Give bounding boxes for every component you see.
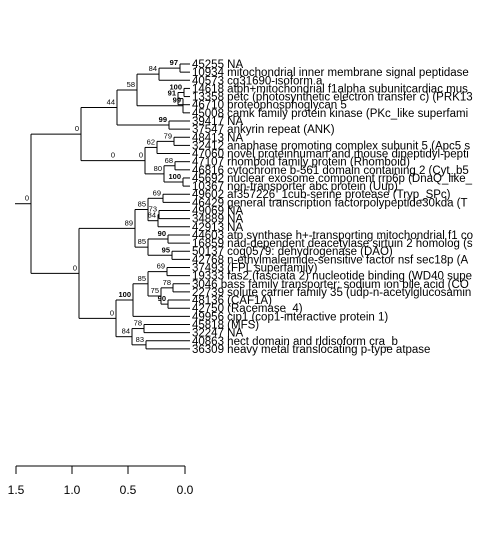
bootstrap-value-n14: 0 bbox=[139, 151, 143, 160]
bootstrap-value-n33: 84 bbox=[122, 327, 130, 336]
bootstrap-value-n10: 79 bbox=[164, 131, 172, 140]
bootstrap-value-n32: 83 bbox=[136, 335, 144, 344]
bootstrap-value-n23: 85 bbox=[138, 237, 146, 246]
leaf-label: 19333 fas2 (fasciata 2) nucleotide bindi… bbox=[192, 271, 472, 283]
leaf-label: 3046 bass family transporter: sodium ion… bbox=[192, 279, 469, 291]
bootstrap-value-n11: 68 bbox=[165, 156, 173, 165]
leaf-label: 34889 NA bbox=[192, 214, 243, 226]
bootstrap-value-n9: 0 bbox=[75, 124, 79, 133]
leaf-label: 36309 heavy metal translocating p-type a… bbox=[192, 344, 430, 356]
bootstrap-value-n18: 73 bbox=[149, 205, 157, 214]
scale-tick-label-0.5: 0.5 bbox=[120, 483, 137, 497]
bootstrap-value-n29: 90 bbox=[158, 294, 166, 303]
bootstrap-value-n35: 0 bbox=[73, 263, 77, 272]
leaf-label: 40863 hect domain and rldisoform cra_b bbox=[192, 336, 398, 348]
scale-tick-label-1.5: 1.5 bbox=[8, 483, 25, 497]
bootstrap-value-n25: 69 bbox=[157, 262, 165, 271]
bootstrap-value-n4: 91 bbox=[168, 89, 176, 98]
leaf-label: 47107 rhomboid family protein (Rhomboid) bbox=[192, 157, 410, 169]
leaf-label: 22739 solute carrier family 35 (udp-n-ac… bbox=[192, 287, 471, 299]
leaf-label: 10934 mitochondrial inner membrane signa… bbox=[192, 67, 469, 79]
bootstrap-value-n20: 85 bbox=[138, 200, 146, 209]
leaf-label: 50137 cog0579: dehydrogenase (DAO) bbox=[192, 246, 393, 258]
bootstrap-value-n12: 100 bbox=[168, 172, 181, 181]
bootstrap-value-n34: 0 bbox=[110, 308, 114, 317]
bootstrap-value-n27: 78 bbox=[163, 278, 171, 287]
bootstrap-value-n31: 78 bbox=[134, 319, 142, 328]
bootstrap-value-n21: 90 bbox=[158, 229, 166, 238]
leaf-label: 49069 NA bbox=[192, 206, 243, 218]
leaf-label: 46429 general transcription factorpolype… bbox=[192, 197, 468, 209]
leaf-label: 49956 cip1 (cop1-interactive protein 1) bbox=[192, 311, 388, 323]
bootstrap-value-n16: 0 bbox=[111, 151, 115, 160]
leaf-label: 37547 ankyrin repeat (ANK) bbox=[192, 124, 335, 136]
bootstrap-value-n26: 85 bbox=[138, 274, 146, 283]
leaf-label: 39417 NA bbox=[192, 116, 243, 128]
bootstrap-value-n36: 0 bbox=[25, 194, 29, 203]
bootstrap-value-n13: 80 bbox=[154, 164, 162, 173]
leaf-label: 45255 NA bbox=[192, 59, 243, 71]
leaf-label: 10367 non-transporter abc protein (Uup) bbox=[192, 181, 398, 193]
leaf-label: 49602 af357226_1cub-serine protease (Try… bbox=[192, 189, 451, 201]
bootstrap-value-n15: 62 bbox=[147, 137, 155, 146]
leaf-label: 46710 proteophosphoglycan 5 bbox=[192, 100, 347, 112]
leaf-label: 45692 nuclear exosome component rrp6p (D… bbox=[192, 173, 473, 185]
tree-branches bbox=[15, 63, 190, 350]
leaf-label: 45008 camk family protein kinase (PKc_li… bbox=[192, 108, 468, 120]
bootstrap-value-n2: 84 bbox=[149, 64, 157, 73]
leaf-label: 42913 NA bbox=[192, 222, 243, 234]
distance-scale-axis: 1.5 1.0 0.5 0.0 bbox=[8, 465, 194, 497]
leaf-label: 14618 atph+mitochondrial f1alpha subunit… bbox=[192, 83, 468, 95]
bootstrap-value-n3: 100 bbox=[169, 82, 182, 91]
leaf-label: 32412 anaphase promoting complex subunit… bbox=[192, 140, 470, 152]
leaf-label: 48413 NA bbox=[192, 132, 243, 144]
bootstrap-value-n8: 99 bbox=[159, 115, 167, 124]
bootstrap-value-n5: 99 bbox=[173, 96, 181, 105]
bootstrap-value-n19: 84 bbox=[148, 211, 156, 220]
leaf-label: 13358 petc (photosynthetic electron tran… bbox=[192, 92, 473, 104]
leaf-label: 42768 n-ethylmaleimide-sensitive factor … bbox=[192, 254, 468, 266]
bootstrap-value-n6: 58 bbox=[127, 80, 135, 89]
leaf-label: 42750 (Racemase_4) bbox=[192, 303, 303, 315]
leaf-label: 46816 cytochrome b-561 domain containing… bbox=[192, 165, 469, 177]
leaf-label: 16859 nad-dependent deacetylase sirtuin … bbox=[192, 238, 473, 250]
bootstrap-value-n7: 44 bbox=[107, 97, 115, 106]
bootstrap-values: 9784100919958449907968100800620697384859… bbox=[25, 58, 182, 344]
scale-tick-label-1.0: 1.0 bbox=[64, 483, 81, 497]
leaf-label: 44603 atp synthase h+-transporting mitoc… bbox=[192, 230, 473, 242]
bootstrap-value-n17: 69 bbox=[153, 188, 161, 197]
bootstrap-value-n30: 100 bbox=[118, 290, 131, 299]
leaf-label: 40573 cg31690-isoform a bbox=[192, 75, 323, 87]
bootstrap-value-n28: 75 bbox=[151, 286, 159, 295]
leaf-label: 45818 (MFS) bbox=[192, 319, 259, 331]
bootstrap-value-n22: 95 bbox=[162, 245, 170, 254]
leaf-label: 48136 (CAF1A) bbox=[192, 295, 272, 307]
scale-tick-label-0.0: 0.0 bbox=[177, 483, 194, 497]
bootstrap-value-n24: 89 bbox=[125, 218, 133, 227]
leaf-label: 32247 NA bbox=[192, 328, 243, 340]
leaf-label: 37493 (FPL superfamily) bbox=[192, 263, 318, 275]
leaf-label: 47060 novel proteinhuman and mouse dipep… bbox=[192, 149, 469, 161]
bootstrap-value-n1: 97 bbox=[170, 58, 178, 67]
